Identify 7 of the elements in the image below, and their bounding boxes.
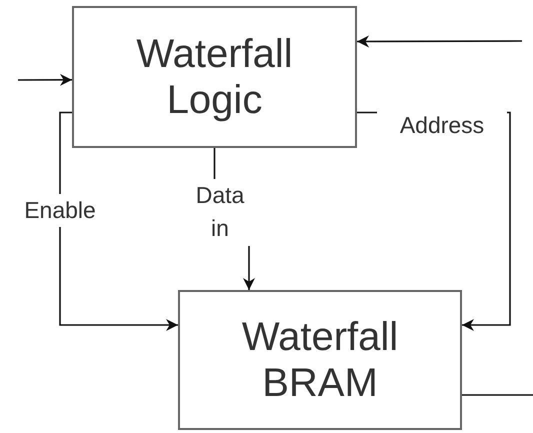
connector-arrow [59, 112, 178, 331]
process-box [178, 290, 462, 430]
process-box [72, 6, 357, 148]
connector-arrow [357, 35, 522, 48]
connector-arrow [18, 74, 72, 86]
box-title: Waterfall Logic [135, 31, 294, 123]
box-title: Waterfall BRAM [240, 314, 400, 406]
